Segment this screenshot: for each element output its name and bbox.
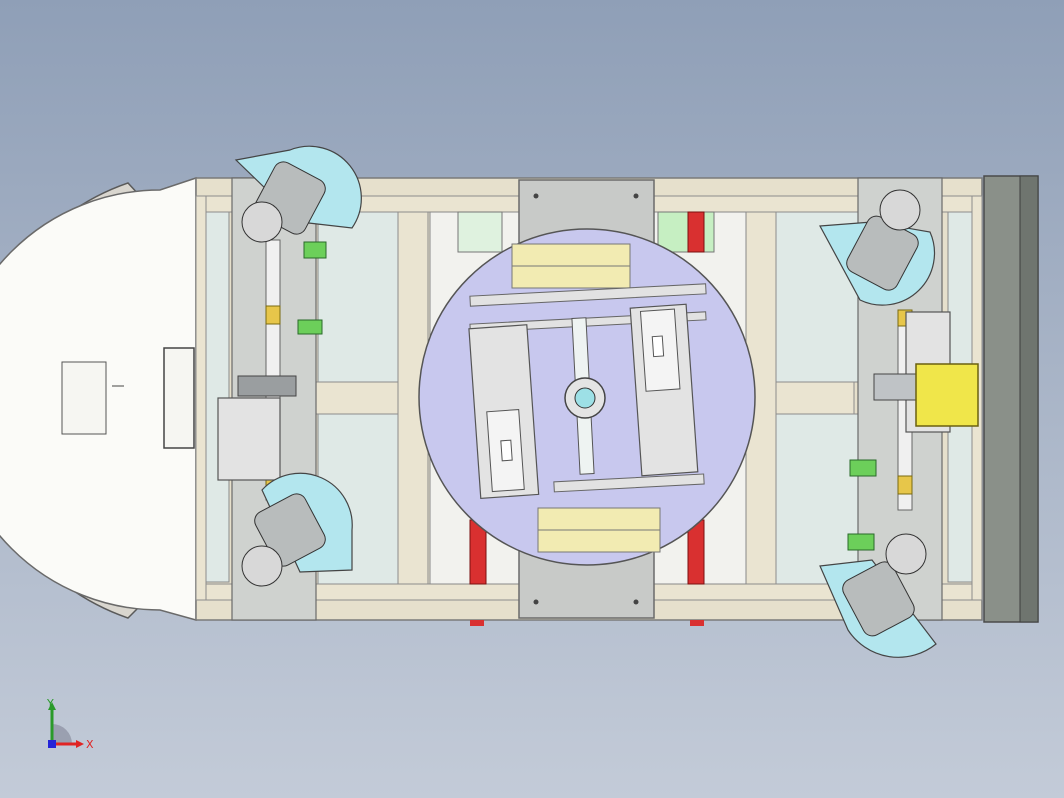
triad-quarter-disc bbox=[52, 724, 72, 744]
lower-gears bbox=[537, 507, 661, 553]
coordinate-triad: Y X bbox=[46, 697, 94, 751]
turntable-motor-right bbox=[629, 303, 699, 477]
left-motor bbox=[217, 397, 281, 481]
y-axis-label: Y bbox=[46, 697, 54, 710]
turntable-motor-left bbox=[468, 324, 540, 500]
junction-box bbox=[915, 363, 979, 427]
caster-wheel-front-bottom bbox=[241, 472, 353, 587]
nose-panel bbox=[61, 361, 107, 435]
z-axis-marker bbox=[48, 740, 56, 748]
left-coupling bbox=[265, 305, 281, 325]
caster-wheel-rear-top bbox=[819, 189, 936, 306]
x-axis-label: X bbox=[86, 738, 94, 751]
caster-wheel-rear-bottom bbox=[819, 533, 937, 658]
caster-wheel-front-top bbox=[234, 145, 362, 243]
robot-chassis bbox=[0, 145, 1039, 658]
upper-gears bbox=[511, 243, 631, 289]
nose-slot bbox=[163, 347, 195, 449]
